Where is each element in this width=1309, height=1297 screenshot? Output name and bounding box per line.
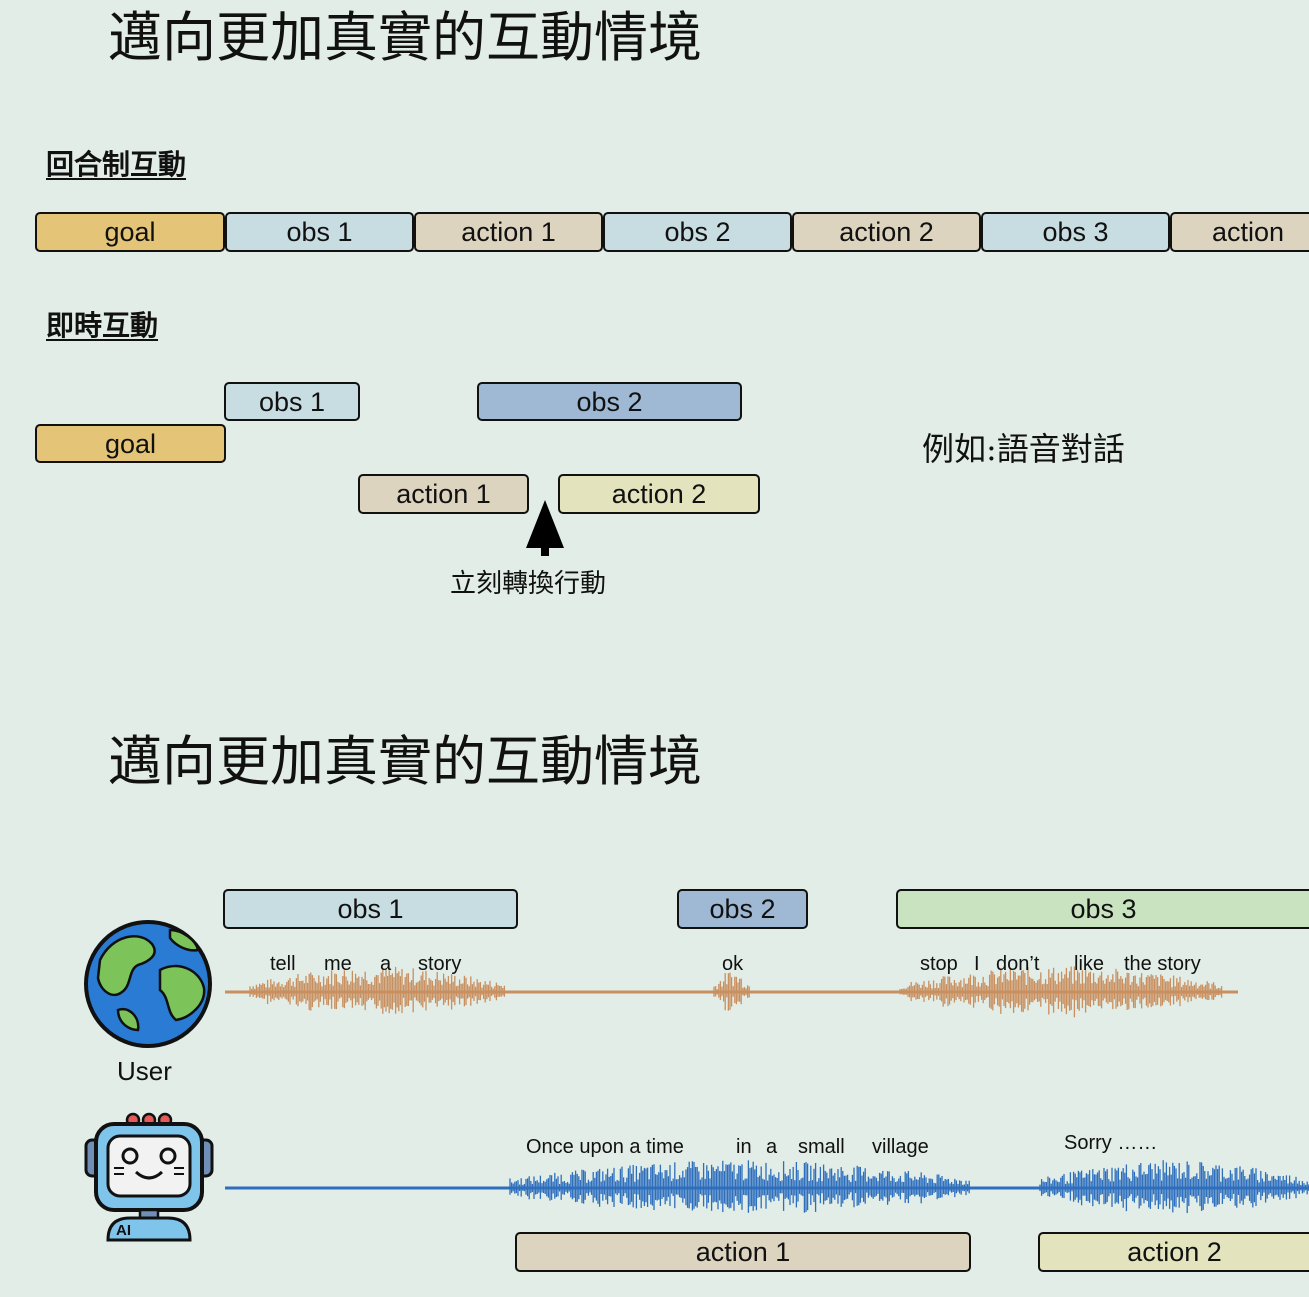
turn-obs2-block: obs 2 (603, 212, 792, 252)
user-word: story (418, 953, 462, 975)
robot-icon (84, 1112, 214, 1242)
turn-action2-block: action 2 (792, 212, 981, 252)
switch-caption: 立刻轉換行動 (450, 569, 607, 599)
speech-obs2-block: obs 2 (677, 889, 808, 929)
speech-action2-block: action 2 (1038, 1232, 1309, 1272)
turn-obs3-block: obs 3 (981, 212, 1170, 252)
turn-action3-block: action (1170, 212, 1309, 252)
user-word: ok (722, 953, 744, 975)
second-title: 邁向更加真實的互動情境 (108, 730, 702, 793)
turn-based-label: 回合制互動 (46, 148, 187, 181)
ai-word: small (798, 1136, 845, 1158)
realtime-action2-block: action 2 (558, 474, 760, 514)
speech-action1-block: action 1 (515, 1232, 971, 1272)
example-note: 例如:語音對話 (922, 430, 1125, 468)
realtime-goal-block: goal (35, 424, 226, 463)
user-word: I (974, 953, 980, 975)
realtime-label: 即時互動 (46, 309, 159, 342)
switch-arrow-stem (541, 546, 549, 556)
speech-obs3-block: obs 3 (896, 889, 1309, 929)
realtime-action1-block: action 1 (358, 474, 529, 514)
user-word: like (1074, 953, 1105, 975)
ai-word: Sorry …… (1064, 1132, 1158, 1154)
page-title: 邁向更加真實的互動情境 (108, 6, 702, 69)
ai-badge: AI (116, 1222, 131, 1239)
ai-word: a (766, 1136, 778, 1158)
user-word: a (380, 953, 392, 975)
earth-icon (84, 920, 212, 1048)
turn-action1-block: action 1 (414, 212, 603, 252)
speech-obs1-block: obs 1 (223, 889, 518, 929)
user-label: User (117, 1056, 172, 1086)
user-word: me (324, 953, 352, 975)
user-word: don’t (996, 953, 1040, 975)
realtime-obs1-block: obs 1 (224, 382, 360, 421)
user-word: the story (1124, 953, 1201, 975)
ai-word: village (872, 1136, 929, 1158)
turn-obs1-block: obs 1 (225, 212, 414, 252)
ai-waveform (509, 1160, 1309, 1214)
ai-word: in (736, 1136, 752, 1158)
ai-word: Once upon a time (526, 1136, 684, 1158)
user-word: stop (920, 953, 958, 975)
realtime-obs2-block: obs 2 (477, 382, 742, 421)
user-word: tell (270, 953, 296, 975)
turn-goal-block: goal (35, 212, 225, 252)
